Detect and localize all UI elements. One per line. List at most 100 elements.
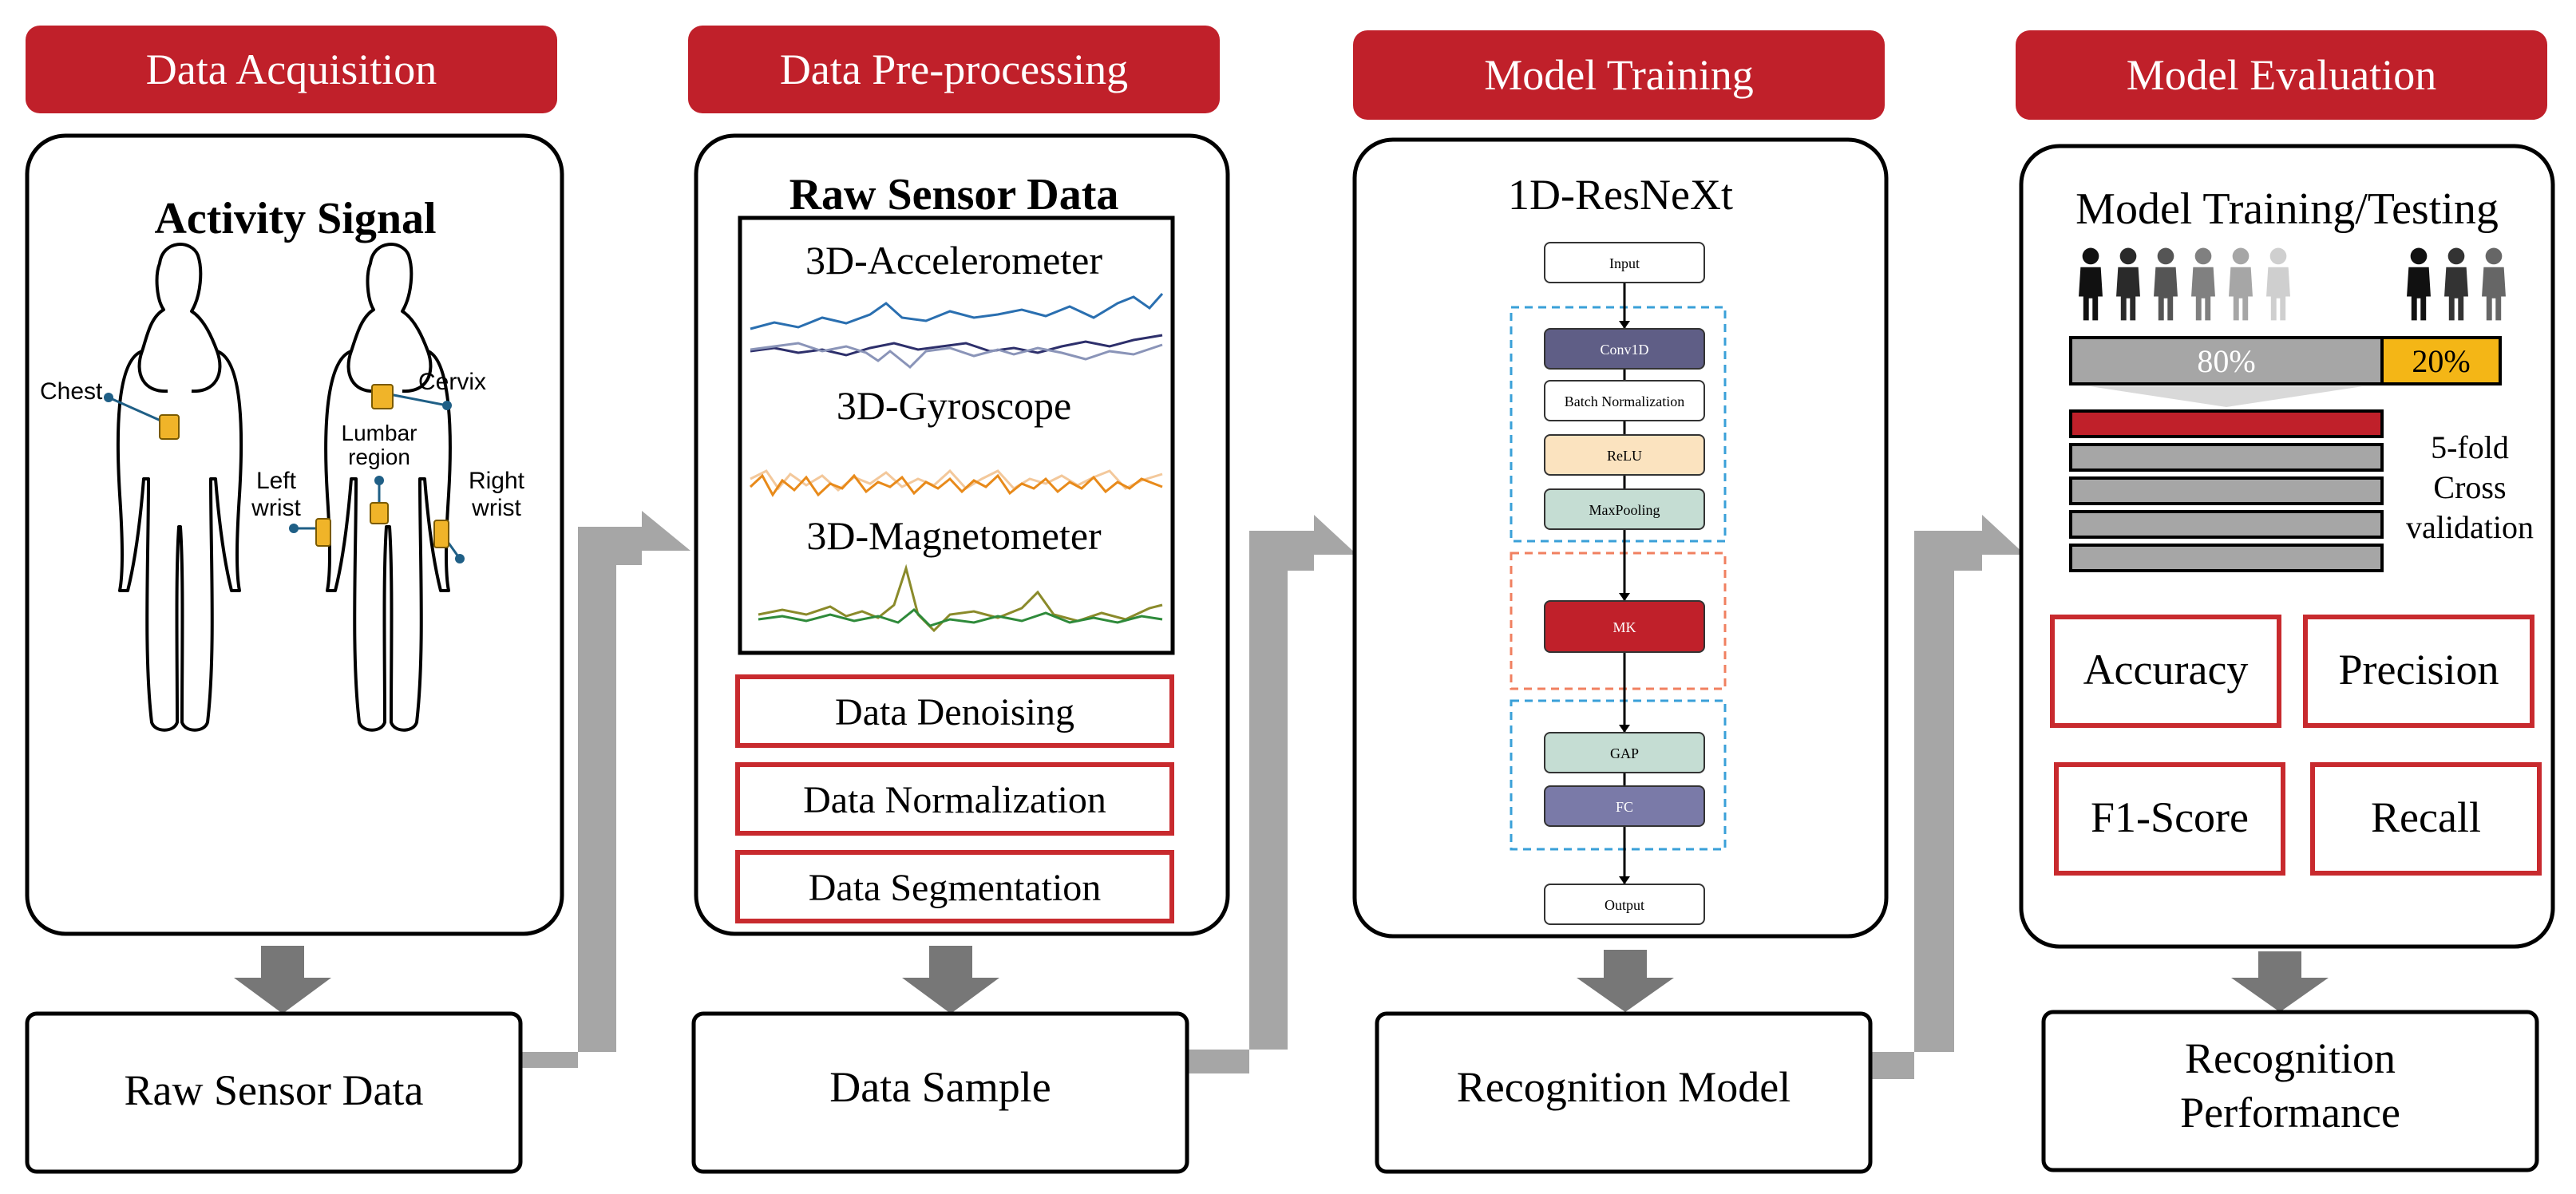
- sensor-chest: Chest: [40, 378, 180, 440]
- block-conv1d: Conv1D: [1544, 328, 1705, 370]
- header-model-evaluation: Model Evaluation: [2016, 30, 2547, 120]
- panel-activity-signal: Activity Signal Chest Cervix Lumba: [25, 133, 564, 936]
- output-label-1: Recognition: [2185, 1034, 2396, 1082]
- panel-title: Activity Signal: [154, 194, 436, 243]
- sensor-gyroscope: 3D-Gyroscope: [837, 383, 1071, 428]
- block-label: MK: [1612, 619, 1636, 635]
- accelerometer-signal: [750, 293, 1164, 370]
- fold-bar: [2069, 510, 2384, 539]
- step-label: Data Normalization: [803, 779, 1106, 821]
- output-label: Recognition Model: [1457, 1063, 1791, 1111]
- test-split-label: 20%: [2412, 343, 2470, 379]
- block-fc: FC: [1544, 785, 1705, 827]
- block-output: Output: [1544, 884, 1705, 925]
- block-label: Output: [1605, 897, 1644, 913]
- label-right-1: Right: [469, 468, 525, 494]
- label-left-1: Left: [256, 468, 297, 494]
- label-cervix: Cervix: [418, 369, 486, 395]
- test-split: [2380, 336, 2502, 385]
- label-chest: Chest: [40, 378, 103, 405]
- sensor-lumbar: Lumbar region: [342, 421, 417, 524]
- block-label: FC: [1616, 799, 1633, 815]
- sensor-magnetometer: 3D-Magnetometer: [806, 513, 1102, 558]
- connector-arrow-2: [1187, 515, 1357, 1073]
- down-arrow-3: [1577, 950, 1674, 1012]
- header-label: Model Evaluation: [2127, 51, 2436, 99]
- front-body-outline: [116, 243, 243, 732]
- gyroscope-signal: [749, 469, 1163, 497]
- metric-precision: Precision: [2303, 615, 2534, 728]
- magnetometer-signal: [758, 563, 1163, 633]
- block-batch-normalization: Batch Normalization: [1544, 380, 1705, 421]
- fold-bar: [2069, 476, 2384, 505]
- output-label: Raw Sensor Data: [125, 1066, 424, 1114]
- step-data-denoising: Data Denoising: [735, 674, 1174, 748]
- fold-bar: [2069, 443, 2384, 472]
- block-label: Batch Normalization: [1565, 393, 1684, 409]
- output-label: Data Sample: [829, 1063, 1051, 1111]
- header-label: Data Acquisition: [146, 45, 437, 93]
- down-arrow-4: [2231, 951, 2329, 1012]
- block-label: ReLU: [1607, 448, 1642, 464]
- label-right-2: wrist: [471, 495, 521, 521]
- fold-bar: [2069, 409, 2384, 438]
- output-recognition-performance: Recognition Performance: [2041, 1010, 2539, 1172]
- metric-label: Recall: [2371, 793, 2481, 841]
- output-recognition-model: Recognition Model: [1375, 1011, 1873, 1174]
- sensor-cervix: Cervix: [371, 369, 486, 410]
- block-relu: ReLU: [1544, 434, 1705, 476]
- block-maxpooling: MaxPooling: [1544, 488, 1705, 530]
- metric-label: F1-Score: [2091, 793, 2249, 841]
- block-label: MaxPooling: [1589, 502, 1660, 518]
- sensor-right-wrist: Right wrist: [433, 468, 525, 563]
- cv-label-1: 5-fold: [2431, 429, 2509, 465]
- split-bar: 80% 20%: [2069, 336, 2502, 407]
- sensor-left-wrist: Left wrist: [251, 468, 331, 547]
- panel-title: Raw Sensor Data: [789, 170, 1119, 219]
- train-split-label: 80%: [2197, 343, 2255, 379]
- step-label: Data Segmentation: [809, 867, 1102, 909]
- flow-arrowheads: [1619, 321, 1630, 884]
- step-label: Data Denoising: [835, 691, 1074, 733]
- back-body-outline: [324, 243, 452, 732]
- cv-label-2: Cross: [2433, 469, 2506, 505]
- cv-folds: [2069, 409, 2384, 572]
- block-mk: MK: [1544, 600, 1705, 653]
- metric-label: Precision: [2339, 646, 2499, 694]
- panel-title: 1D-ResNeXt: [1508, 171, 1733, 219]
- fold-bar: [2069, 544, 2384, 572]
- train-split: [2069, 336, 2384, 385]
- metric-f1-score: F1-Score: [2054, 762, 2285, 876]
- step-data-segmentation: Data Segmentation: [735, 850, 1174, 923]
- label-left-2: wrist: [251, 495, 301, 521]
- panel-title: Model Training/Testing: [2075, 184, 2499, 234]
- block-label: GAP: [1610, 745, 1639, 761]
- down-arrow-1: [234, 946, 331, 1014]
- output-data-sample: Data Sample: [691, 1011, 1189, 1174]
- metric-accuracy: Accuracy: [2050, 615, 2281, 728]
- label-lumbar-1: Lumbar: [342, 421, 417, 445]
- block-gap: GAP: [1544, 732, 1705, 773]
- panel-model-evaluation: Model Training/Testing 80% 20% 5: [2019, 144, 2555, 949]
- block-input: Input: [1544, 242, 1705, 283]
- header-data-acquisition: Data Acquisition: [26, 26, 557, 113]
- block-label: Conv1D: [1600, 342, 1648, 358]
- down-arrow-2: [902, 946, 999, 1014]
- header-label: Model Training: [1484, 51, 1754, 99]
- conv-block-group: [1510, 306, 1727, 543]
- step-data-normalization: Data Normalization: [735, 762, 1174, 836]
- metric-label: Accuracy: [2083, 646, 2249, 694]
- panel-raw-sensor-data: Raw Sensor Data 3D-Accelerometer 3D-Gyro…: [694, 133, 1230, 936]
- mk-block-group: [1510, 552, 1727, 690]
- output-raw-sensor-data: Raw Sensor Data: [25, 1011, 523, 1174]
- header-data-preprocessing: Data Pre-processing: [688, 26, 1220, 113]
- sensor-signals-box: [738, 215, 1175, 655]
- cv-label-3: validation: [2406, 509, 2534, 545]
- split-funnel: [2090, 386, 2363, 407]
- output-label-2: Performance: [2180, 1089, 2400, 1137]
- metric-recall: Recall: [2310, 762, 2542, 876]
- head-block-group: [1510, 699, 1727, 851]
- connector-arrow-3: [1870, 515, 2025, 1079]
- panel-1d-resnext: 1D-ResNeXt Input Conv1D Batch Normalizat…: [1352, 137, 1889, 939]
